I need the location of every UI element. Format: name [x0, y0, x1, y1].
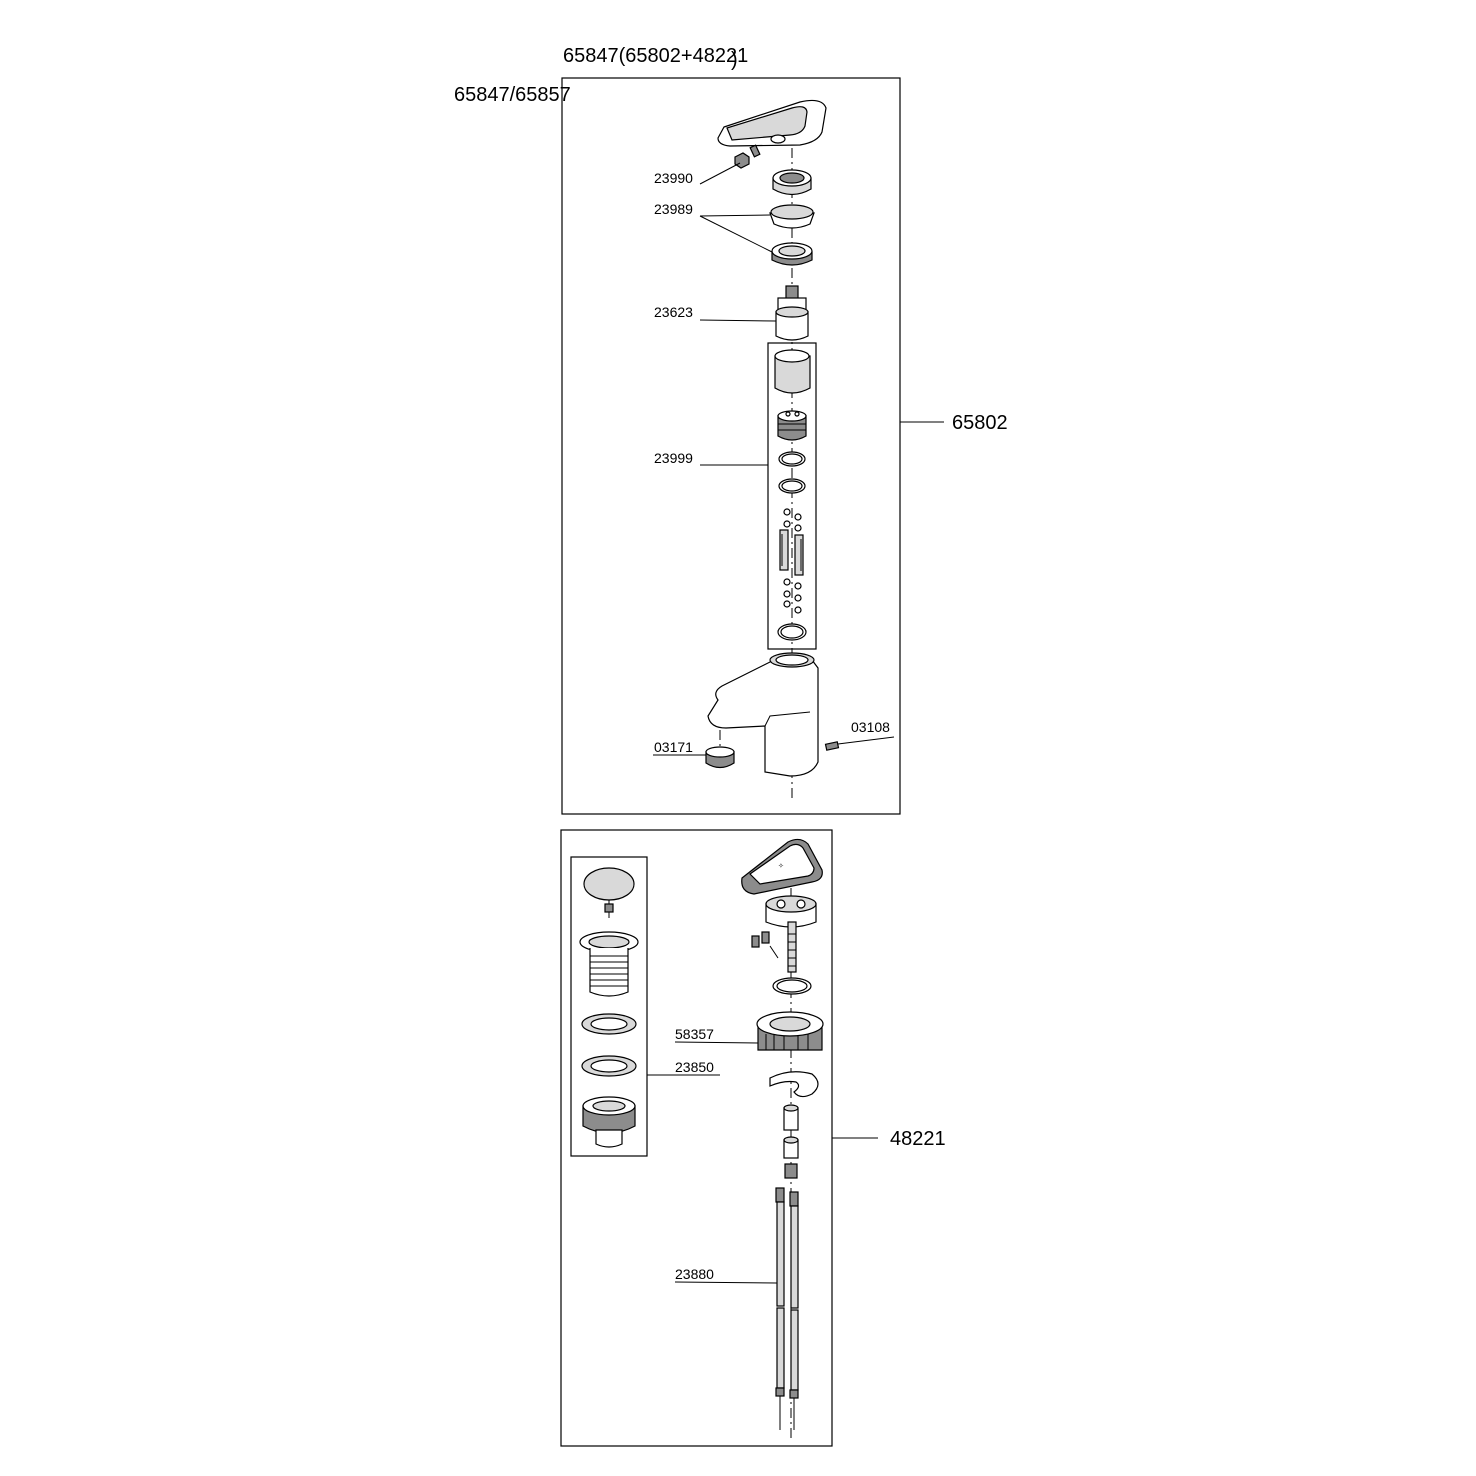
part-number-23999: 23999	[654, 450, 693, 466]
waste-valve-parts-23850	[579, 867, 639, 1148]
leader-23990	[699, 162, 741, 185]
aerator-03171	[705, 730, 735, 769]
part-number-23623: 23623	[654, 304, 693, 320]
part-number-23990: 23990	[654, 170, 693, 186]
mixer-assembly-frame	[561, 77, 901, 815]
grub-screw	[734, 144, 761, 169]
base-ring-23989	[771, 242, 813, 266]
spacer-tube-upper	[783, 1104, 799, 1131]
part-number-03171: 03171	[654, 739, 693, 755]
fixing-nut	[765, 895, 817, 928]
hex-nut	[784, 1163, 798, 1179]
flexible-hoses-23880	[775, 1187, 799, 1430]
waste-valve-box-23850	[570, 856, 648, 1157]
lever-handle	[717, 99, 827, 147]
cover-sleeve-23989	[769, 204, 815, 229]
part-number-23850: 23850	[675, 1059, 714, 1075]
threaded-rod	[787, 921, 797, 973]
horseshoe-washer	[769, 1071, 819, 1098]
part-number-03108: 03108	[851, 719, 890, 735]
leader-03108	[837, 736, 895, 745]
drain-kit-label: 48221	[890, 1128, 946, 1150]
small-screws	[751, 931, 779, 959]
mixer-assembly-label: 65802	[952, 412, 1008, 434]
cartridge-kit-box-23999	[767, 342, 817, 650]
sealing-ring	[772, 977, 812, 995]
mounting-plate: ✧	[741, 838, 823, 895]
spacer-tube-lower	[783, 1136, 799, 1159]
part-number-23989: 23989	[654, 201, 693, 217]
plate-logo-mark: ✧	[778, 862, 784, 870]
adapter-ring-23990	[772, 169, 812, 196]
leader-23989-a	[699, 214, 771, 217]
leader-23623	[699, 319, 777, 322]
set-combination-title: 65847(65802+48221	[563, 45, 748, 67]
cartridge-kit-parts-23999	[774, 349, 811, 641]
faucet-body	[707, 652, 819, 777]
leader-58357	[674, 1041, 759, 1044]
part-number-23880: 23880	[675, 1266, 714, 1282]
leader-23880	[674, 1281, 778, 1284]
mounting-bracket-58357	[756, 1011, 824, 1051]
grub-screw-03108	[824, 741, 840, 751]
part-number-58357: 58357	[675, 1026, 714, 1042]
leader-23989-b	[699, 215, 773, 253]
set-combination-close-paren: )	[731, 49, 738, 71]
model-variants-title: 65847/65857	[454, 84, 571, 106]
cartridge-23623	[775, 285, 809, 341]
